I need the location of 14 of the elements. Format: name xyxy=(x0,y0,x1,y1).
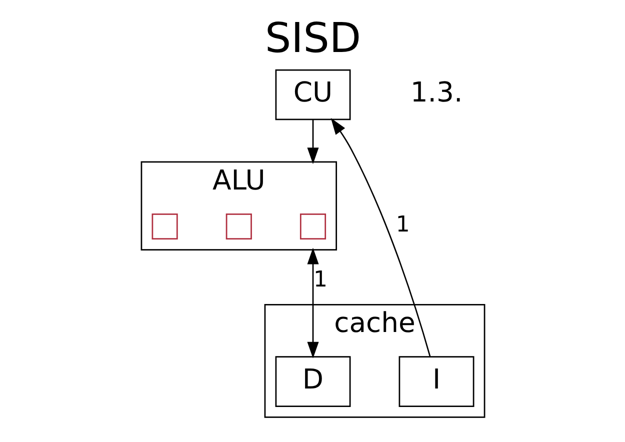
node-box xyxy=(151,213,178,240)
edge-label: 1 xyxy=(395,212,410,238)
diagram-title: SISD xyxy=(264,14,361,62)
arrow xyxy=(330,118,430,357)
edge-label: 1 xyxy=(313,268,328,293)
label: 1.3. xyxy=(410,78,462,109)
arrow xyxy=(306,248,318,358)
node-box xyxy=(299,213,326,240)
cluster: ALU xyxy=(140,161,337,250)
node-box: CU xyxy=(274,69,350,120)
node-box xyxy=(225,213,252,240)
arrow xyxy=(306,120,318,164)
node-box: I xyxy=(398,356,474,407)
node-box: D xyxy=(274,356,350,407)
